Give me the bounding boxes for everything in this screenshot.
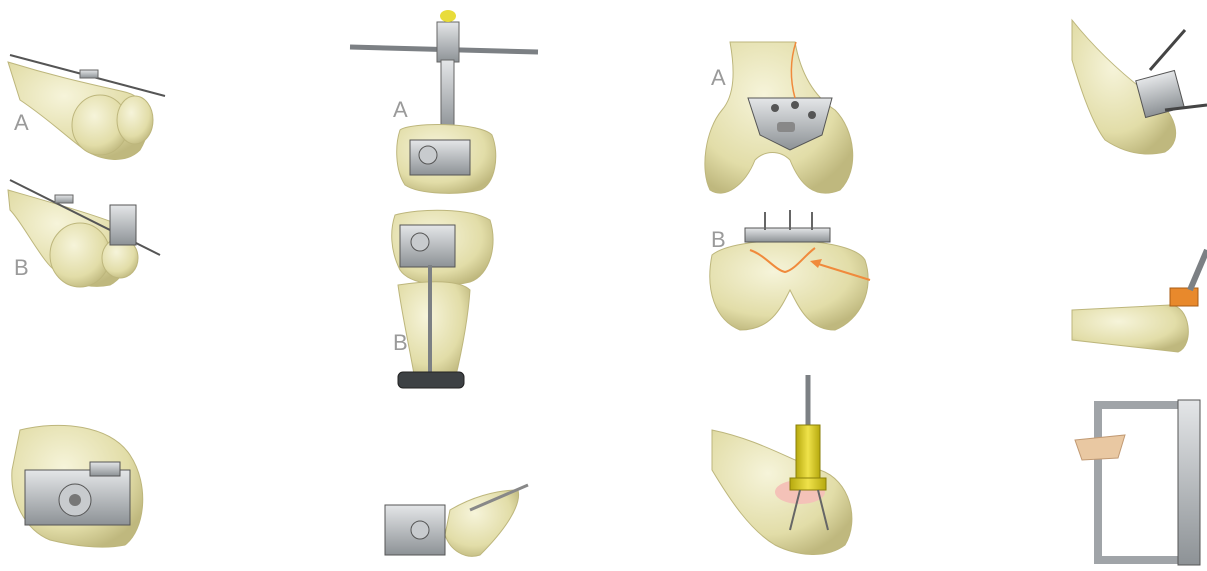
cutting-frame-view [1075, 400, 1200, 565]
femur-plate-view-a [705, 42, 853, 193]
femur-pin-view [1072, 20, 1207, 154]
label-col3-b: B [711, 227, 726, 253]
label-col2-b: B [393, 330, 408, 356]
label-col2-a: A [393, 97, 408, 123]
femur-rod-view-b [8, 180, 160, 287]
femur-plate-view-b [710, 210, 870, 330]
label-col1-a: A [14, 110, 29, 136]
femur-drill-side-view [1072, 250, 1207, 352]
label-col1-b: B [14, 255, 29, 281]
tibia-rod-view-b [392, 210, 493, 388]
tibia-jig-view [385, 485, 528, 556]
tibia-handle-view-a [350, 10, 538, 193]
femur-block-view [12, 425, 143, 547]
label-col3-a: A [711, 65, 726, 91]
femur-rod-view-a [8, 55, 165, 159]
femur-drill-guide-view [712, 375, 852, 554]
